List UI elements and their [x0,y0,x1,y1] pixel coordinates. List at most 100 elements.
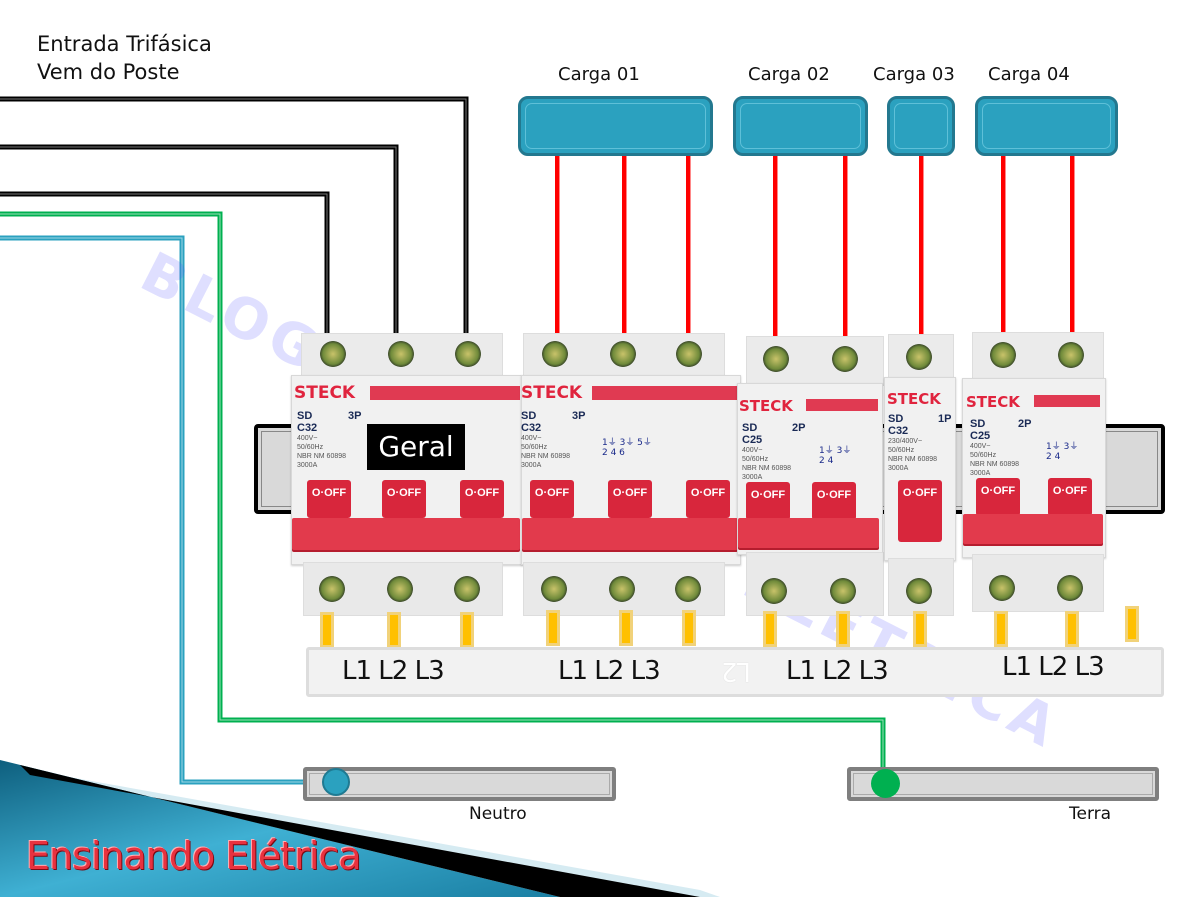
load-label-3: Carga 03 [873,64,955,85]
brand-stripe [806,399,878,411]
load-4-wire-a [1001,156,1005,336]
busbar-terminal [994,611,1008,647]
screw-icon [906,578,932,604]
breaker-toggle[interactable]: O·OFF [812,482,856,520]
load-2-wire-a [773,156,777,342]
breaker-toggle[interactable]: O·OFF [746,482,790,520]
spec-frequency: 50/60Hz [521,444,548,451]
busbar-label-group-3: L1 L2 L3 [786,656,889,686]
breaker-toggle[interactable]: O·OFF [898,480,942,542]
main-breaker-tag: Geral [367,424,465,470]
screw-icon [832,346,858,372]
busbar-terminal [682,610,696,646]
busbar-terminal [546,610,560,646]
brand-stripe [1034,395,1100,407]
busbar-terminal [1065,611,1079,647]
breaker-poles: 1P [938,413,952,425]
tie-handle[interactable] [963,514,1103,544]
busbar-terminal [763,611,777,647]
curve-text: C32 [888,425,909,437]
breaker-toggle[interactable]: O·OFF [608,480,652,518]
spec-standard: NBR NM 60898 [888,456,938,463]
brand-logo: STECK [521,383,583,403]
spec-frequency: 50/60Hz [742,456,769,463]
busbar-terminal [320,612,334,648]
screw-icon [906,344,932,370]
busbar-terminal [913,611,927,647]
load-2-wire-b [843,156,847,342]
curve-text: C32 [521,422,542,434]
pole-symbol-icon: 1⏚ 3⏚2 4 [1046,442,1079,462]
neutral-connection-point [322,768,350,796]
load-box-2[interactable] [733,96,868,156]
load-box-4[interactable] [975,96,1118,156]
breaker-toggle[interactable]: O·OFF [686,480,730,518]
busbar-terminal [836,611,850,647]
phase-busbar [306,647,1164,697]
supply-title: Entrada Trifásica [37,32,212,56]
tie-handle[interactable] [292,518,520,550]
screw-icon [541,576,567,602]
brand-logo-text: Ensinando Elétrica [26,834,362,878]
load-1-wire-l1 [555,156,559,342]
ground-bar [847,767,1159,801]
breaker-poles: 2P [792,422,806,434]
brand-stripe [592,386,738,400]
spec-capacity: 3000A [742,474,763,481]
load-1-wire-l2 [622,156,626,342]
spec-capacity: 3000A [888,465,909,472]
phase-wire-l1-highlight [0,98,467,340]
busbar-terminal [387,612,401,648]
screw-icon [387,576,413,602]
spec-frequency: 50/60Hz [297,444,324,451]
neutral-bar [303,767,616,801]
curve-text: C25 [742,434,763,446]
breaker-poles: 2P [1018,418,1032,430]
screw-icon [610,341,636,367]
screw-icon [542,341,568,367]
model-text: SD [521,410,537,422]
breaker-toggle[interactable]: O·OFF [1048,478,1092,516]
ground-connection-point [871,769,900,798]
screw-icon [1058,342,1084,368]
screw-icon [454,576,480,602]
load-label-2: Carga 02 [748,64,830,85]
load-3-wire [919,156,923,342]
breaker-toggle[interactable]: O·OFF [382,480,426,518]
breaker-toggle[interactable]: O·OFF [976,478,1020,516]
screw-icon [609,576,635,602]
screw-icon [319,576,345,602]
load-4-wire-b [1070,156,1074,336]
tie-handle[interactable] [522,518,738,550]
breaker-toggle[interactable]: O·OFF [460,480,504,518]
busbar-terminal [619,610,633,646]
spec-frequency: 50/60Hz [970,452,997,459]
spec-voltage: 230/400V~ [888,438,923,445]
curve-text: C25 [970,430,991,442]
breaker-toggle[interactable]: O·OFF [530,480,574,518]
screw-icon [675,576,701,602]
tie-handle[interactable] [738,518,879,548]
phase-wire-l2-highlight [0,146,397,340]
brand-logo: STECK [294,383,356,403]
load-box-3[interactable] [887,96,955,156]
screw-icon [388,341,414,367]
neutral-bar-label: Neutro [469,804,527,824]
load-label-1: Carga 01 [558,64,640,85]
brand-stripe [370,386,520,400]
breaker-toggle[interactable]: O·OFF [307,480,351,518]
spec-voltage: 400V~ [521,435,542,442]
spec-voltage: 400V~ [297,435,318,442]
brand-logo: STECK [966,393,1020,411]
screw-icon [320,341,346,367]
pole-symbol-icon: 1⏚ 3⏚2 4 [819,446,852,466]
spec-frequency: 50/60Hz [888,447,915,454]
load-box-1[interactable] [518,96,713,156]
load-1-wire-l3 [686,156,690,342]
model-text: SD [297,410,313,422]
model-text: SD [888,413,904,425]
